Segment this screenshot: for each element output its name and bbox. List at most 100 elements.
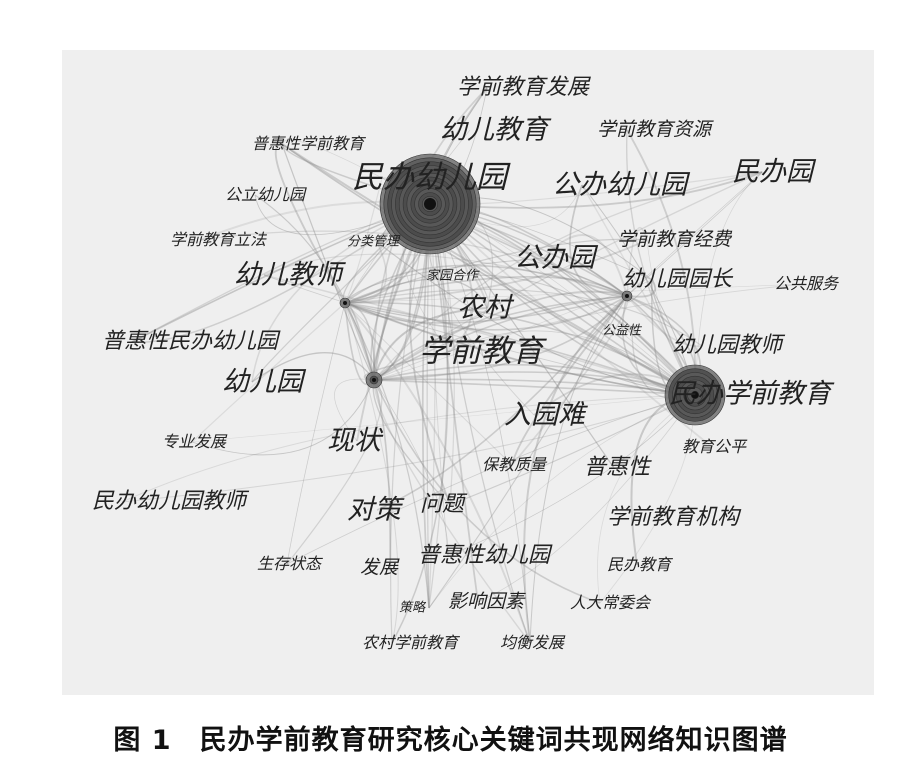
network-edge — [447, 394, 696, 557]
network-edge — [543, 234, 628, 297]
network-edge — [626, 129, 696, 396]
hub-edge — [373, 290, 628, 381]
hub-edge — [373, 295, 628, 381]
keyword-label: 民办园 — [732, 156, 813, 188]
hub-edge — [344, 276, 628, 304]
hub-edge — [344, 295, 628, 331]
keyword-label: 幼儿教师 — [234, 259, 342, 291]
hub-edge — [373, 295, 628, 381]
keyword-label: 现状 — [327, 425, 381, 457]
network-edge — [597, 394, 696, 604]
network-edge — [344, 239, 648, 304]
keyword-label: 民办幼儿园 — [352, 159, 507, 196]
network-edge — [511, 295, 628, 466]
network-edge — [448, 330, 696, 396]
keyword-label: 入园难 — [504, 399, 585, 431]
network-edge — [281, 143, 696, 396]
network-edge — [191, 379, 375, 456]
network-edge — [121, 394, 696, 503]
keyword-label: 学前教育机构 — [607, 505, 740, 530]
network-edge — [373, 379, 449, 557]
network-edge — [286, 394, 696, 565]
network-edge — [429, 171, 763, 209]
hub-node-center — [625, 294, 629, 298]
hub-edge — [373, 379, 696, 396]
network-edge — [334, 378, 375, 442]
keyword-label: 公益性 — [602, 323, 642, 339]
network-edge — [373, 379, 391, 569]
network-edge — [263, 253, 628, 297]
hub-edge — [344, 302, 375, 381]
keyword-label: 公办园 — [514, 242, 595, 274]
network-edge — [344, 177, 383, 304]
keyword-label: 普惠性幼儿园 — [418, 543, 551, 568]
hub-edge — [373, 295, 628, 381]
network-edge — [373, 171, 763, 381]
network-edge — [389, 203, 431, 644]
network-edge — [373, 379, 531, 644]
keyword-label: 普惠性学前教育 — [252, 134, 365, 153]
keyword-label: 幼儿园教师 — [672, 333, 783, 358]
network-edge — [429, 203, 531, 644]
keyword-label: 公立幼儿园 — [225, 185, 306, 204]
network-edge — [281, 143, 375, 381]
network-edge — [511, 295, 629, 466]
keyword-label: 学前教育资源 — [597, 118, 712, 141]
keyword-label: 普惠性 — [584, 455, 651, 480]
edge-layer — [121, 87, 805, 644]
hub-edge — [344, 264, 628, 304]
network-edge — [373, 279, 653, 381]
hub-edge — [344, 302, 696, 396]
network-edge — [263, 274, 696, 396]
network-edge — [372, 379, 451, 506]
keyword-label: 民办幼儿园教师 — [92, 489, 247, 514]
network-edge — [251, 203, 431, 383]
hub-node-center — [372, 378, 376, 382]
network-edge — [373, 171, 763, 381]
network-edge — [626, 295, 703, 347]
keyword-label: 教育公平 — [682, 437, 747, 456]
network-edge — [626, 227, 648, 297]
hub-edge — [373, 371, 696, 396]
network-edge — [121, 394, 696, 503]
keyword-label: 问题 — [420, 492, 465, 517]
cooccurrence-network — [121, 87, 805, 644]
keyword-label: 保教质量 — [482, 455, 547, 474]
node-layer — [339, 153, 726, 426]
keyword-label: 学前教育立法 — [170, 230, 267, 249]
network-edge — [569, 184, 628, 297]
network-edge — [428, 295, 628, 609]
keyword-label: 人大常委会 — [570, 593, 651, 612]
network-edge — [344, 302, 531, 644]
network-edge — [344, 241, 387, 304]
hub-edge — [344, 295, 628, 324]
network-edge — [373, 379, 601, 604]
hub-node-center — [343, 301, 347, 305]
keyword-label: 农村学前教育 — [362, 633, 459, 652]
keyword-label: 策略 — [399, 600, 426, 616]
keyword-label: 影响因素 — [448, 590, 525, 613]
network-edge — [449, 394, 696, 506]
network-edge — [477, 394, 696, 603]
network-edge — [263, 274, 696, 396]
network-edge — [286, 302, 346, 565]
network-edge — [376, 241, 696, 396]
network-edge — [391, 203, 449, 644]
hub-edge — [344, 302, 696, 396]
keyword-label: 民办学前教育 — [669, 378, 831, 410]
hub-edge — [344, 302, 375, 381]
network-edge — [373, 283, 805, 381]
network-edge — [254, 194, 375, 381]
keyword-label: 幼儿教育 — [440, 114, 548, 146]
hub-edge — [429, 203, 696, 396]
network-edge — [344, 257, 545, 304]
network-edge — [286, 379, 383, 565]
network-edge — [344, 238, 648, 304]
keyword-label: 分类管理 — [347, 234, 400, 250]
network-edge — [344, 278, 488, 309]
network-edge — [429, 203, 531, 644]
network-edge — [344, 283, 805, 304]
keyword-label: 幼儿园园长 — [622, 267, 733, 292]
keyword-label: 民办教育 — [607, 555, 672, 574]
network-edge — [523, 295, 628, 644]
